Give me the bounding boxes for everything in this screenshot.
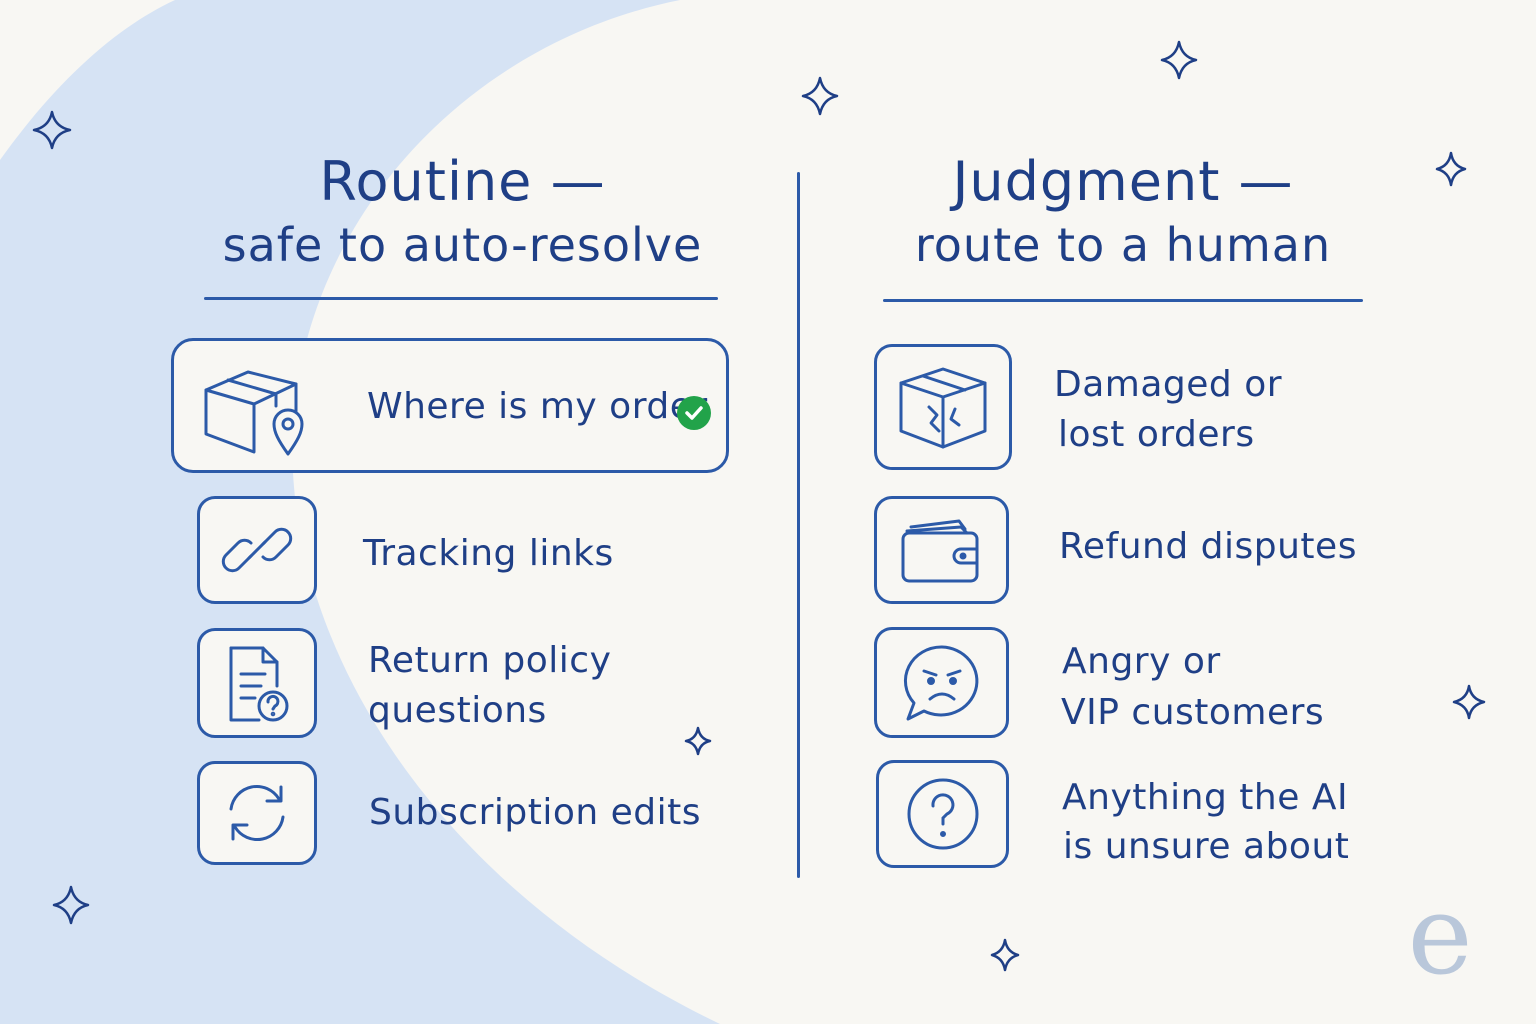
damaged-box-icon-box: [874, 344, 1012, 470]
sparkle-icon: [52, 885, 90, 925]
sparkle-icon: [684, 726, 712, 756]
sparkle-icon: [990, 938, 1020, 972]
wallet-icon-box: [874, 496, 1009, 604]
package-location-icon: [198, 358, 320, 458]
sparkle-icon: [1160, 40, 1198, 80]
right-column-title: Judgment — route to a human: [883, 150, 1363, 276]
item-label-return-policy-line1: Return policy: [368, 640, 612, 681]
right-title-line1: Judgment —: [952, 150, 1294, 213]
link-icon: [221, 527, 293, 573]
left-title-line2: safe to auto-resolve: [222, 218, 703, 272]
angry-face-icon: [903, 644, 978, 720]
item-label-damaged-line2: lost orders: [1058, 414, 1255, 455]
highlighted-item-where-is-my-order: [171, 338, 729, 473]
question-circle-icon: [907, 778, 978, 850]
item-label-angry-line1: Angry or: [1062, 641, 1221, 682]
brand-logo: e: [1407, 871, 1473, 999]
item-label-angry-line2: VIP customers: [1061, 692, 1325, 733]
wallet-icon: [901, 519, 978, 583]
item-label-return-policy-line2: questions: [368, 690, 547, 731]
right-title-underline: [883, 299, 1363, 302]
item-label-tracking-links: Tracking links: [363, 533, 614, 574]
background-swoosh: [0, 0, 720, 1024]
column-divider: [797, 172, 800, 878]
document-question-icon-box: [197, 628, 317, 738]
item-label-damaged-line1: Damaged or: [1054, 364, 1283, 405]
check-icon: [677, 396, 711, 430]
item-label-refund-disputes: Refund disputes: [1059, 526, 1357, 567]
link-icon-box: [197, 496, 317, 604]
item-label-anything-line1: Anything the AI: [1062, 777, 1349, 818]
item-label-where-is-my-order: Where is my order: [367, 386, 708, 427]
sparkle-icon: [1435, 151, 1467, 187]
angry-face-icon-box: [874, 627, 1009, 738]
sparkle-icon: [1452, 684, 1486, 720]
sparkle-icon: [32, 110, 72, 150]
damaged-box-icon: [899, 367, 987, 449]
refresh-icon: [229, 785, 285, 841]
left-title-line1: Routine —: [319, 150, 606, 213]
question-circle-icon-box: [876, 760, 1009, 868]
sparkle-icon: [801, 76, 839, 116]
left-column-title: Routine — safe to auto-resolve: [205, 150, 720, 276]
right-title-line2: route to a human: [914, 218, 1332, 272]
item-label-anything-line2: is unsure about: [1063, 826, 1350, 867]
item-label-subscription-edits: Subscription edits: [369, 792, 701, 833]
document-question-icon: [229, 646, 289, 722]
left-title-underline: [204, 297, 718, 300]
refresh-icon-box: [197, 761, 317, 865]
